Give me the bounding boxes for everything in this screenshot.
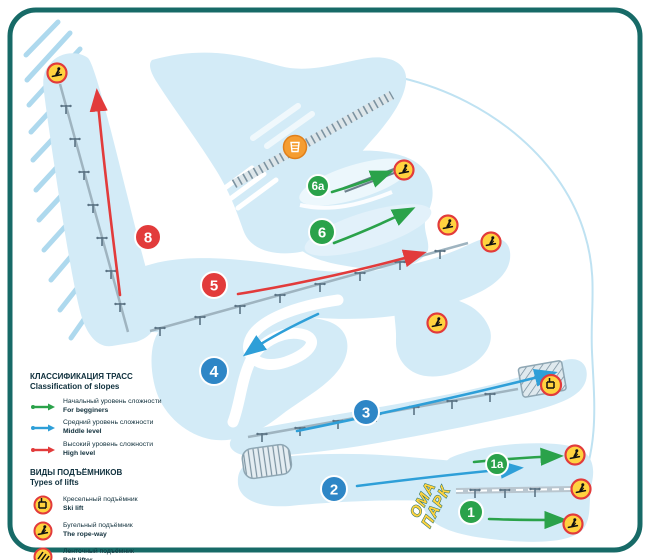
svg-text:8: 8 xyxy=(144,230,152,247)
red-arrow-icon xyxy=(30,445,56,455)
legend-chair-en: Ski lift xyxy=(63,504,84,512)
pocket-divider xyxy=(299,190,393,210)
slope-badge-8: 8 xyxy=(134,223,162,251)
surface-lift-badge-3 xyxy=(437,214,459,236)
legend-lifts-title: ВИДЫ ПОДЪЁМНИКОВ Types of lifts xyxy=(30,468,220,489)
green-arrow-icon xyxy=(30,402,56,412)
legend-high-en: High level xyxy=(63,449,96,457)
belt-lift-icon xyxy=(30,546,56,560)
surface-lift-badge-7 xyxy=(570,478,592,500)
surface-lift-badge-6 xyxy=(564,444,586,466)
legend-item-belt-lift: Ленточный подъёмник Belt lifter xyxy=(30,546,220,560)
slope-badge-2: 2 xyxy=(320,475,348,503)
surface-lift-badge-4 xyxy=(480,231,502,253)
surface-lift-badge-1 xyxy=(46,62,68,84)
svg-text:6a: 6a xyxy=(312,181,325,193)
legend-chair-ru: Кресельный подъёмник xyxy=(63,495,138,503)
legend: КЛАССИФИКАЦИЯ ТРАСС Classification of sl… xyxy=(30,372,220,560)
slope-number-badges: 8 5 6 6a 4 3 2 1a xyxy=(134,174,509,525)
arrow-slope-3 xyxy=(295,369,558,433)
rope-lift-badges xyxy=(46,62,592,535)
svg-text:5: 5 xyxy=(210,278,218,295)
arrow-slope-4 xyxy=(242,312,320,357)
serpentine-trail xyxy=(227,294,344,428)
svg-text:2: 2 xyxy=(330,482,338,499)
legend-beginner-ru: Начальный уровень сложности xyxy=(63,397,162,405)
slope-badge-3: 3 xyxy=(352,398,380,426)
lift-line-1 xyxy=(455,486,573,499)
arrow-slope-6 xyxy=(332,207,416,245)
belt-lift-tunnel xyxy=(241,443,293,480)
legend-lifts-title-en: Types of lifts xyxy=(30,478,79,488)
slope-badge-1a: 1a xyxy=(485,452,509,476)
area-junction xyxy=(394,296,491,377)
svg-text:6: 6 xyxy=(318,225,326,242)
svg-text:1: 1 xyxy=(467,504,475,520)
belt-lift-band xyxy=(231,91,395,188)
arrow-slope-1 xyxy=(487,510,568,530)
legend-lifts-title-ru: ВИДЫ ПОДЪЁМНИКОВ xyxy=(30,467,123,477)
legend-classification-title-en: Classification of slopes xyxy=(30,382,120,392)
legend-item-chair-lift: Кресельный подъёмник Ski lift xyxy=(30,494,220,516)
legend-high-ru: Высокий уровень сложности xyxy=(63,441,154,449)
slope-badge-4: 4 xyxy=(199,356,229,386)
arrow-slope-6a xyxy=(330,170,394,194)
legend-rope-ru: Бугельный подъёмник xyxy=(63,521,133,529)
surface-lift-badge-8 xyxy=(562,513,584,535)
cafe-badge xyxy=(282,134,308,160)
slope-badge-6a: 6a xyxy=(306,174,330,198)
svg-text:4: 4 xyxy=(210,364,219,381)
svg-text:3: 3 xyxy=(362,405,370,422)
chair-lift-icon xyxy=(30,494,56,516)
legend-belt-ru: Ленточный подъёмник xyxy=(63,547,134,555)
chairlift-badge xyxy=(539,373,563,397)
map-border xyxy=(7,7,643,553)
arrow-slope-8 xyxy=(89,88,122,297)
area-top-funnel xyxy=(150,52,407,254)
surface-lift-badge-5 xyxy=(426,312,448,334)
legend-item-beginner: Начальный уровень сложности For begginer… xyxy=(30,398,220,416)
legend-item-middle: Средний уровень сложности Middle level xyxy=(30,419,220,437)
legend-classification-title: КЛАССИФИКАЦИЯ ТРАСС Classification of sl… xyxy=(30,372,220,393)
legend-beginner-en: For begginers xyxy=(63,406,109,414)
slope-badge-6: 6 xyxy=(308,218,336,246)
slope-badge-5: 5 xyxy=(200,271,228,299)
arrow-slope-5 xyxy=(236,249,427,296)
slope-arrows xyxy=(89,88,568,530)
legend-belt-en: Belt lifter xyxy=(63,557,92,560)
drink-icon xyxy=(290,141,300,153)
lift-line-8 xyxy=(58,83,130,333)
arrow-slope-1a xyxy=(472,447,564,466)
blue-arrow-icon xyxy=(30,423,56,433)
legend-middle-en: Middle level xyxy=(63,428,102,436)
legend-classification-title-ru: КЛАССИФИКАЦИЯ ТРАСС xyxy=(30,372,133,381)
surface-lift-badge-2 xyxy=(393,159,415,181)
legend-middle-ru: Средний уровень сложности xyxy=(63,419,154,427)
legend-item-high: Высокий уровень сложности High level xyxy=(30,441,220,459)
rope-tow-icon xyxy=(30,520,56,542)
slope-badge-1: 1 xyxy=(458,499,484,525)
legend-item-rope-way: Бугельный подъёмник The rope-way xyxy=(30,520,220,542)
svg-text:1a: 1a xyxy=(491,459,504,471)
legend-rope-en: The rope-way xyxy=(63,530,107,538)
